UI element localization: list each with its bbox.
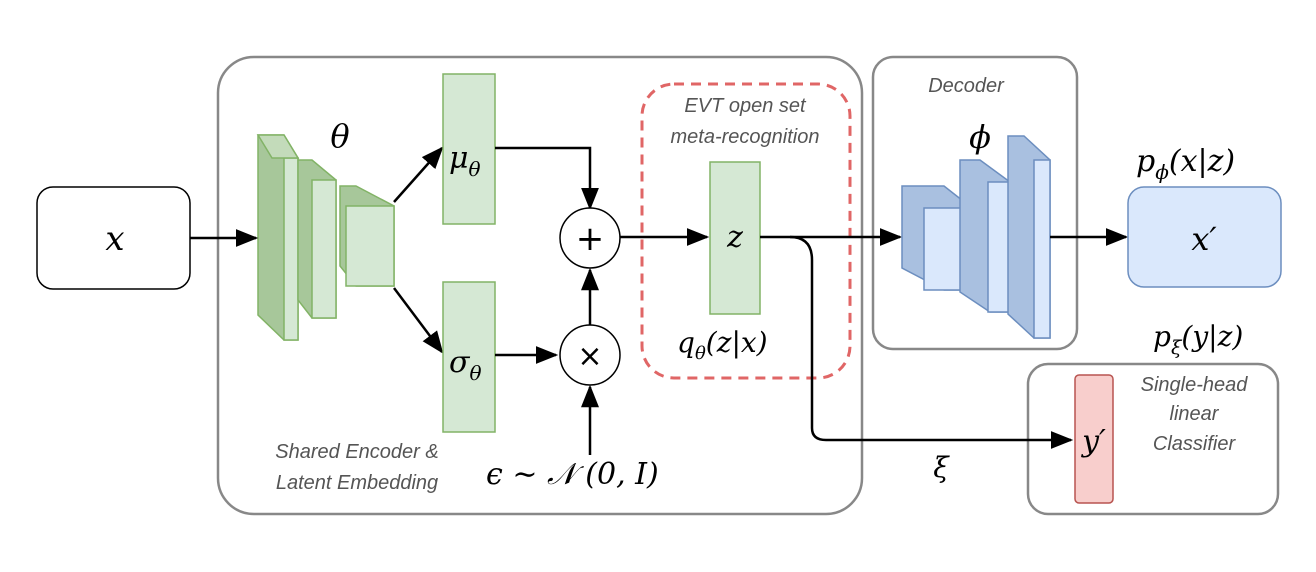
- noise-label: ϵ ∼ 𝒩 (0, I): [486, 457, 659, 492]
- times-symbol: ×: [577, 339, 602, 374]
- classifier-output-label: y′: [1080, 424, 1106, 459]
- decoder-title: Decoder: [928, 75, 1005, 97]
- classifier-caption-line1: Single-head: [1141, 374, 1249, 396]
- decoder-block-3: [1007, 135, 1051, 339]
- classifier-caption-line3: Classifier: [1153, 433, 1237, 455]
- encoder-conv-block-1: [256, 134, 300, 341]
- xi-label: ξ: [933, 451, 950, 484]
- encoder-conv-block-2: [297, 159, 337, 319]
- decoder-container: [871, 55, 1079, 351]
- sigma-label: σθ: [449, 345, 482, 385]
- sigma-block: [442, 281, 496, 433]
- mu-label: μθ: [449, 141, 481, 181]
- encoder-caption-line1: Shared Encoder &: [275, 441, 438, 463]
- z-block: [709, 161, 761, 315]
- arrow-encoder-mu: [393, 146, 444, 203]
- arrow-z-classifier: [789, 235, 1074, 449]
- encoder-conv-block-3: [339, 185, 395, 287]
- evt-title-line2: meta-recognition: [671, 126, 820, 148]
- p-xi-label: pξ(y|z): [1153, 320, 1243, 359]
- evt-title-line1: EVT open set: [684, 95, 807, 117]
- input-label: x: [105, 219, 124, 259]
- arrow-mu-plus: [495, 146, 599, 211]
- z-label: z: [726, 220, 743, 255]
- theta-label: θ: [330, 117, 349, 155]
- evt-dashed-box: [640, 82, 852, 380]
- output-reconstruction-box: [1127, 186, 1282, 288]
- decoder-block-2: [959, 159, 1011, 313]
- q-posterior-label: qθ(z|x): [677, 326, 768, 364]
- plus-symbol: +: [576, 219, 605, 259]
- p-phi-label: pϕ(x|z): [1136, 144, 1235, 184]
- classifier-caption-line2: linear: [1170, 403, 1220, 425]
- output-reconstruction-label: x′: [1191, 220, 1217, 258]
- encoder-container: [216, 55, 864, 516]
- classifier-output-block: [1074, 374, 1114, 504]
- arrow-encoder-sigma: [393, 287, 444, 354]
- phi-label: ϕ: [969, 118, 991, 156]
- encoder-caption-line2: Latent Embedding: [276, 472, 438, 494]
